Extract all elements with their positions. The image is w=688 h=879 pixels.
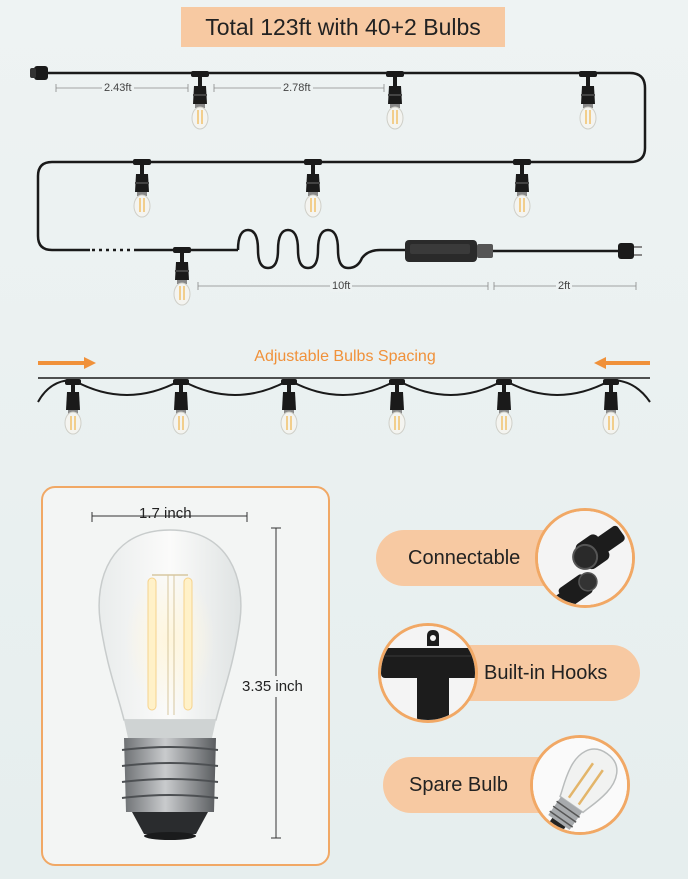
dim-seg2: 2.78ft bbox=[281, 82, 313, 94]
feature-spare-label: Spare Bulb bbox=[409, 773, 508, 796]
spacing-diagram bbox=[37, 357, 651, 435]
title-text: Total 123ft with 40+2 Bulbs bbox=[205, 13, 481, 40]
feature-connectable-label: Connectable bbox=[408, 546, 521, 569]
spacing-label: Adjustable Bulbs Spacing bbox=[254, 348, 436, 365]
bulb-height-label: 3.35 inch bbox=[242, 676, 303, 697]
bulb-width-label: 1.7 inch bbox=[139, 505, 192, 522]
spare-bulb-icon bbox=[530, 735, 630, 835]
connector-icon bbox=[535, 508, 635, 608]
string-light-diagram bbox=[30, 66, 647, 306]
dim-seg1: 2.43ft bbox=[102, 82, 134, 94]
feature-hooks-label: Built-in Hooks bbox=[484, 661, 608, 684]
dim-lead: 10ft bbox=[330, 280, 353, 292]
dim-plug: 2ft bbox=[556, 280, 573, 292]
hook-socket-icon bbox=[378, 623, 478, 723]
title-banner: Total 123ft with 40+2 Bulbs bbox=[181, 7, 505, 47]
